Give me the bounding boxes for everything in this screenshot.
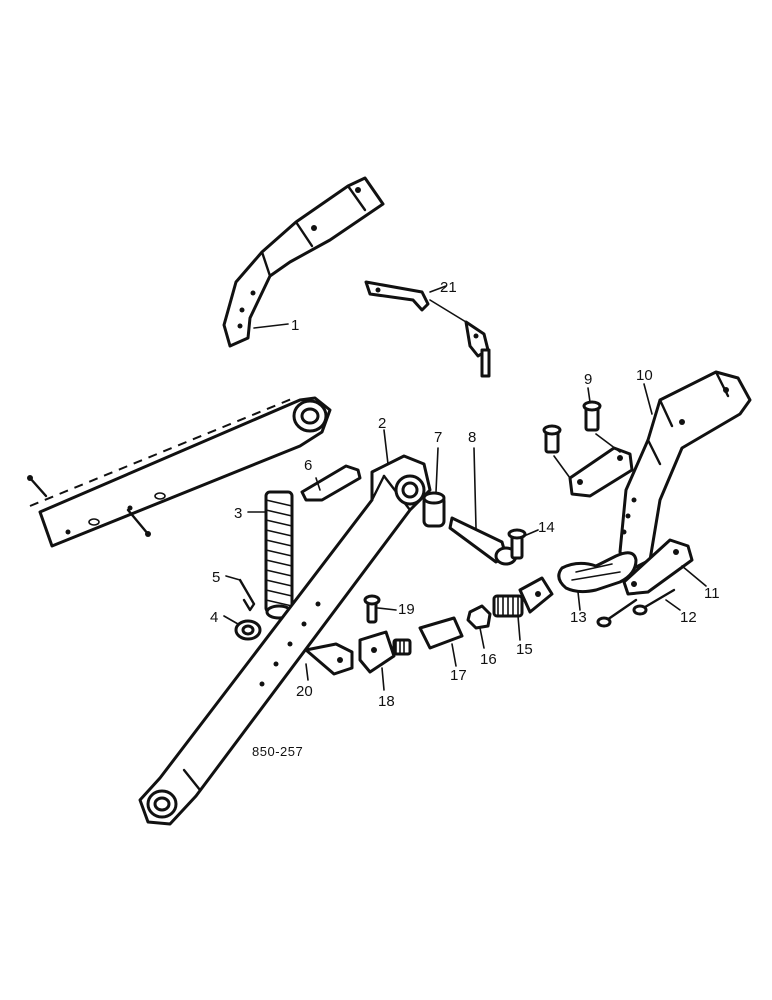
callout-2: 2 (378, 415, 386, 432)
callout-10: 10 (636, 367, 653, 384)
part-10-bracket (618, 370, 752, 572)
part-15-yoke (492, 576, 554, 618)
part-4-washer (234, 619, 262, 641)
callout-18: 18 (378, 693, 395, 710)
callout-14: 14 (538, 519, 555, 536)
callout-16: 16 (480, 651, 497, 668)
part-2-lower-link (138, 454, 432, 826)
part-1-bracket (222, 176, 385, 348)
part-11-plate (622, 538, 694, 596)
part-9-strap (542, 424, 634, 498)
part-8-pin (448, 516, 518, 566)
callout-19: 19 (398, 601, 415, 618)
callout-11: 11 (704, 585, 720, 602)
part-13-chain (557, 551, 638, 594)
part-14-pin (507, 528, 527, 560)
part-7-bushing (422, 491, 446, 528)
part-17-sleeve (418, 616, 464, 650)
callout-13: 13 (570, 609, 587, 626)
callout-5: 5 (212, 569, 220, 586)
callout-7: 7 (434, 429, 442, 446)
callout-20: 20 (296, 683, 313, 700)
part-21-bracket (364, 280, 491, 378)
callout-15: 15 (516, 641, 533, 658)
part-9-bolt (582, 400, 602, 432)
part-20-pin (304, 642, 354, 676)
callout-9: 9 (584, 371, 592, 388)
callout-21: 21 (440, 279, 457, 296)
part-16-nut (466, 604, 492, 630)
part-3-spring (264, 490, 294, 620)
part-18-yoke (358, 630, 412, 674)
callout-4: 4 (210, 609, 218, 626)
part-12-pins (596, 588, 676, 628)
callout-6: 6 (304, 457, 312, 474)
callout-17: 17 (450, 667, 467, 684)
left-lower-link (27, 396, 332, 548)
drawing-code: 850-257 (252, 744, 303, 759)
part-5-clip (238, 578, 256, 612)
part-6-clip (300, 464, 362, 502)
part-19-bolt (363, 594, 381, 624)
callout-1: 1 (291, 317, 299, 334)
callout-3: 3 (234, 505, 242, 522)
callout-12: 12 (680, 609, 697, 626)
callout-8: 8 (468, 429, 476, 446)
